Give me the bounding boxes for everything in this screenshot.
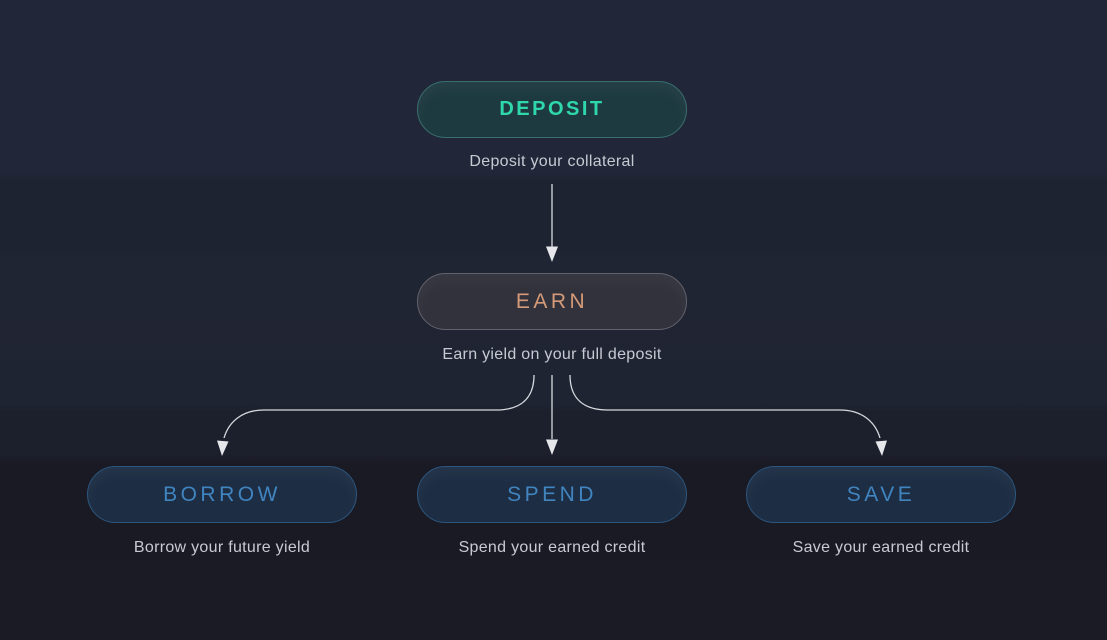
arrow-earn-to-borrow — [217, 374, 535, 456]
arrow-deposit-to-earn — [546, 184, 558, 262]
deposit-node-label: DEPOSIT — [499, 98, 605, 120]
borrow-node[interactable]: BORROW — [87, 466, 357, 523]
arrow-earn-to-save — [569, 374, 887, 456]
spend-node-label: SPEND — [507, 482, 597, 506]
save-node-label: SAVE — [846, 482, 916, 506]
save-node[interactable]: SAVE — [746, 466, 1016, 523]
earn-caption: Earn yield on your full deposit — [442, 346, 662, 363]
spend-node[interactable]: SPEND — [417, 466, 687, 523]
borrow-node-label: BORROW — [163, 482, 281, 506]
arrow-earn-to-spend — [546, 375, 558, 455]
spend-caption: Spend your earned credit — [458, 539, 646, 556]
earn-node[interactable]: EARN — [417, 273, 687, 330]
save-caption: Save your earned credit — [792, 539, 970, 556]
deposit-node[interactable]: DEPOSIT — [417, 81, 687, 138]
earn-node-label: EARN — [515, 289, 589, 313]
deposit-caption: Deposit your collateral — [469, 153, 635, 170]
borrow-caption: Borrow your future yield — [133, 539, 311, 556]
